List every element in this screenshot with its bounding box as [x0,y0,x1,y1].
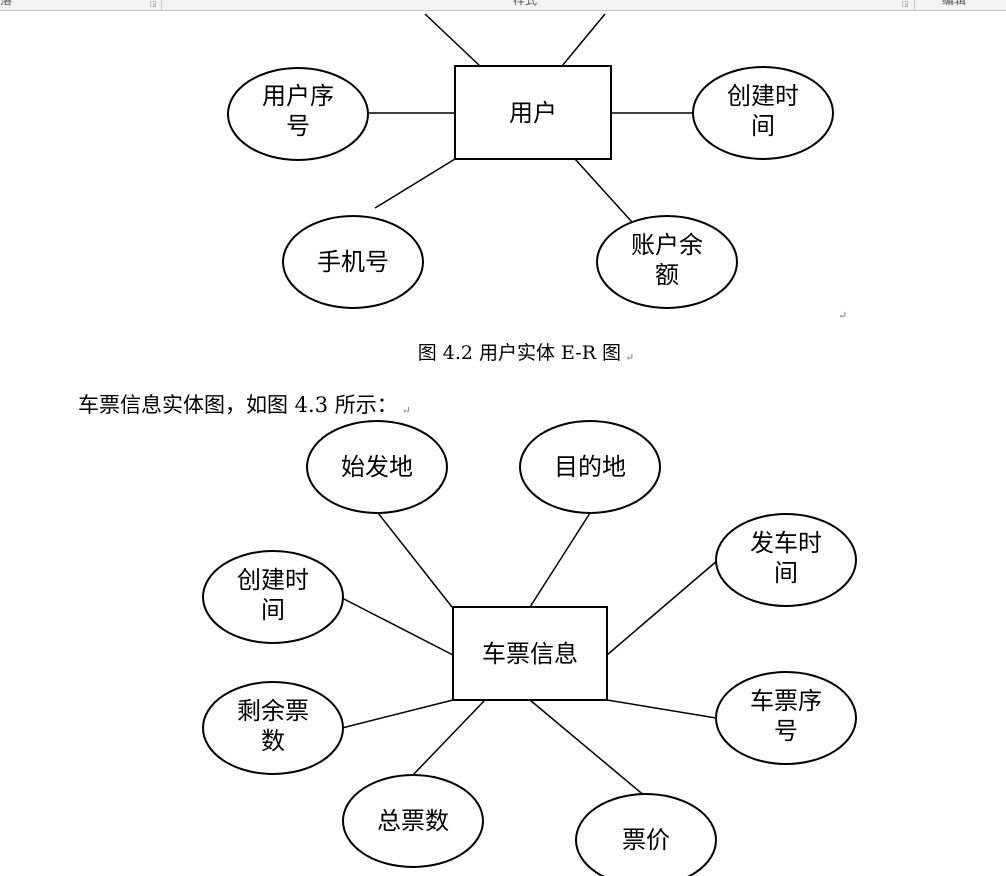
connector-line [606,699,717,719]
attribute-label: 票价 [622,826,670,854]
attribute-label: 号 [286,112,310,140]
ribbon-group-paragraph-label: 落 [0,0,13,7]
attribute-ellipse-origin [306,420,448,514]
attribute-label: 间 [751,112,775,140]
caption-text: 图 4.2 用户实体 E-R 图 [417,342,622,364]
figure-caption[interactable]: 图 4.2 用户实体 E-R 图↵ [0,338,1006,365]
attribute-label: 总票数 [377,807,449,835]
connector-line [411,699,486,777]
attribute-label: 数 [261,727,285,755]
ribbon-group-editing-label: 编辑 [942,0,967,7]
connector-line [529,512,591,608]
connector-line [377,512,453,608]
connector-line [341,597,454,656]
ribbon-separator [914,0,915,10]
connector-line [606,559,719,656]
attribute-ellipse-balance [596,215,738,309]
attribute-label: 额 [655,261,679,289]
attribute-ellipse-created-time [692,66,834,160]
connector-line [341,699,454,729]
ribbon-separator [161,0,162,10]
attribute-label: 始发地 [341,453,413,481]
ribbon-strip: 落 ◲ 样式 ◲ 编辑 [0,0,1006,11]
connector-line [529,699,647,798]
attribute-ellipse-phone [282,215,424,309]
attribute-label: 剩余票 [237,697,309,725]
paragraph-mark-icon: ↵ [401,404,411,417]
er-diagram-user: 用户 用户序 号 创建时 间 手机号 账户余 额 [227,13,834,309]
document-page[interactable]: 用户 用户序 号 创建时 间 手机号 账户余 额 [0,11,1006,876]
er-diagram-ticket: 车票信息 始发地 目的地 创建时 间 发车时 间 剩余票 数 车票序 号 总票数… [202,420,857,876]
attribute-ellipse-price [575,793,717,876]
attribute-ellipse-remaining-tickets [202,681,344,775]
connector-line [374,158,456,209]
paragraph-mark-icon: ↵ [838,309,848,322]
attribute-label: 目的地 [554,453,626,481]
body-paragraph[interactable]: 车票信息实体图，如图 4.3 所示：↵ [78,389,411,419]
attribute-label: 账户余 [631,231,703,259]
paragraph-mark-icon: ↵ [625,351,635,364]
connector-line [561,13,606,67]
attribute-label: 创建时 [727,82,799,110]
attribute-ellipse-departure-time [715,513,857,607]
attribute-label: 号 [774,717,798,745]
attribute-ellipse-created-time [202,550,344,644]
attribute-label: 创建时 [237,566,309,594]
attribute-ellipse-ticket-id [715,671,857,765]
paragraph-text: 车票信息实体图，如图 4.3 所示： [78,393,398,417]
connector-line [424,13,481,67]
attribute-label: 手机号 [317,248,389,276]
connector-line [574,158,633,223]
attribute-label: 间 [261,596,285,624]
attribute-label: 发车时 [750,529,822,557]
attribute-ellipse-total-tickets [342,774,484,868]
entity-label-user: 用户 [509,99,557,127]
er-diagrams-canvas: 用户 用户序 号 创建时 间 手机号 账户余 额 [202,13,857,876]
attribute-label: 间 [774,559,798,587]
entity-box-ticket [452,606,608,701]
attribute-ellipse-destination [519,420,661,514]
entity-box-user [454,65,612,160]
attribute-label: 车票序 [750,687,822,715]
attribute-label: 用户序 [262,82,334,110]
styles-dialog-launcher-icon[interactable]: ◲ [902,0,909,8]
entity-label-ticket: 车票信息 [482,640,578,668]
attribute-ellipse-user-id [227,67,369,161]
ribbon-group-styles-label: 样式 [513,0,538,7]
paragraph-dialog-launcher-icon[interactable]: ◲ [150,0,157,8]
